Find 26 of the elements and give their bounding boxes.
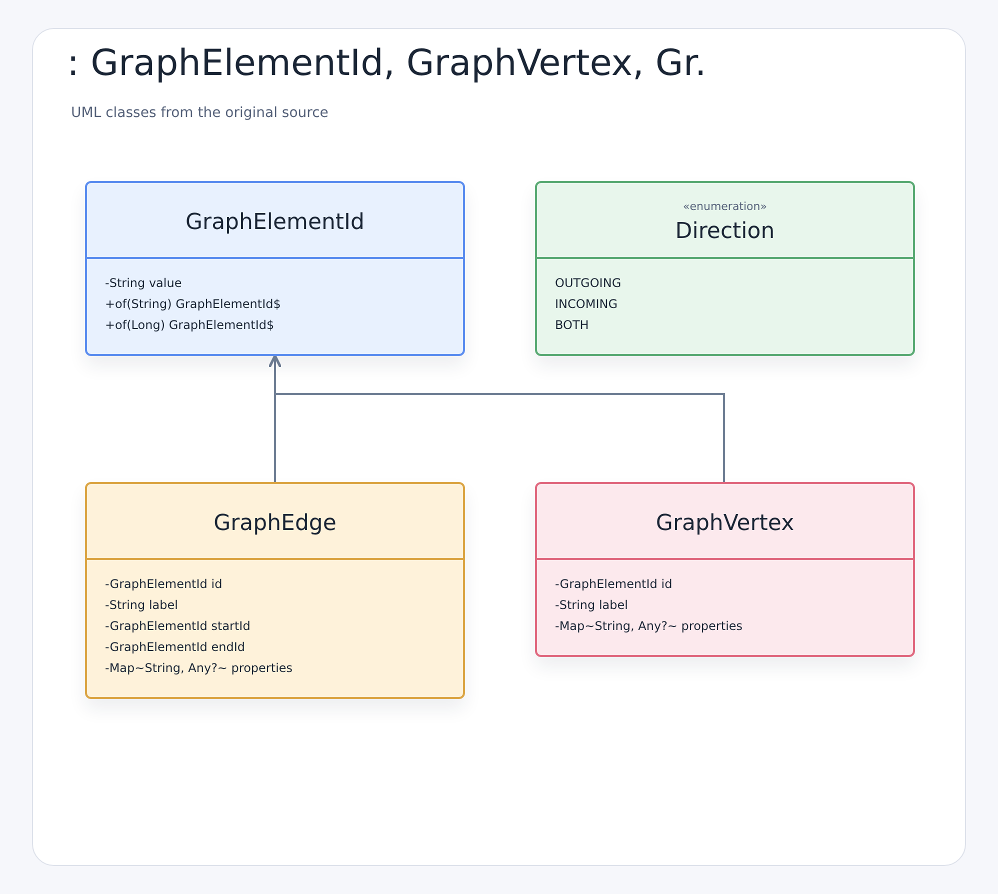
class-member: OUTGOING — [555, 275, 622, 291]
class-name: Direction — [675, 219, 775, 244]
subtitle: UML classes from the original source — [71, 105, 328, 121]
class-box — [85, 181, 465, 356]
class-member: -GraphElementId id — [555, 576, 674, 592]
class-box — [535, 482, 915, 657]
diagram-title: : GraphElementId, GraphVertex, Gr. — [67, 43, 706, 84]
class-member: INCOMING — [555, 296, 619, 312]
class-member: +of(String) GraphElementId$ — [105, 296, 282, 312]
stereotype-label: «enumeration» — [683, 200, 767, 213]
class-box — [85, 482, 465, 699]
class-member: -String label — [555, 597, 629, 613]
class-name: GraphElementId — [185, 210, 365, 234]
class-member: +of(Long) GraphElementId$ — [105, 317, 276, 333]
class-box — [535, 181, 915, 356]
class-member: -Map~String, Any?~ properties — [555, 618, 744, 634]
inheritance-arrow — [268, 354, 725, 482]
class-member: -String label — [105, 597, 179, 613]
class-member: -Map~String, Any?~ properties — [105, 660, 294, 676]
class-member: BOTH — [555, 317, 590, 333]
class-member: -String value — [105, 275, 183, 291]
class-name: GraphEdge — [214, 510, 336, 536]
class-member: -GraphElementId id — [105, 576, 224, 592]
class-name: GraphVertex — [656, 510, 794, 536]
class-member: -GraphElementId startId — [105, 618, 252, 634]
class-member: -GraphElementId endId — [105, 639, 246, 655]
